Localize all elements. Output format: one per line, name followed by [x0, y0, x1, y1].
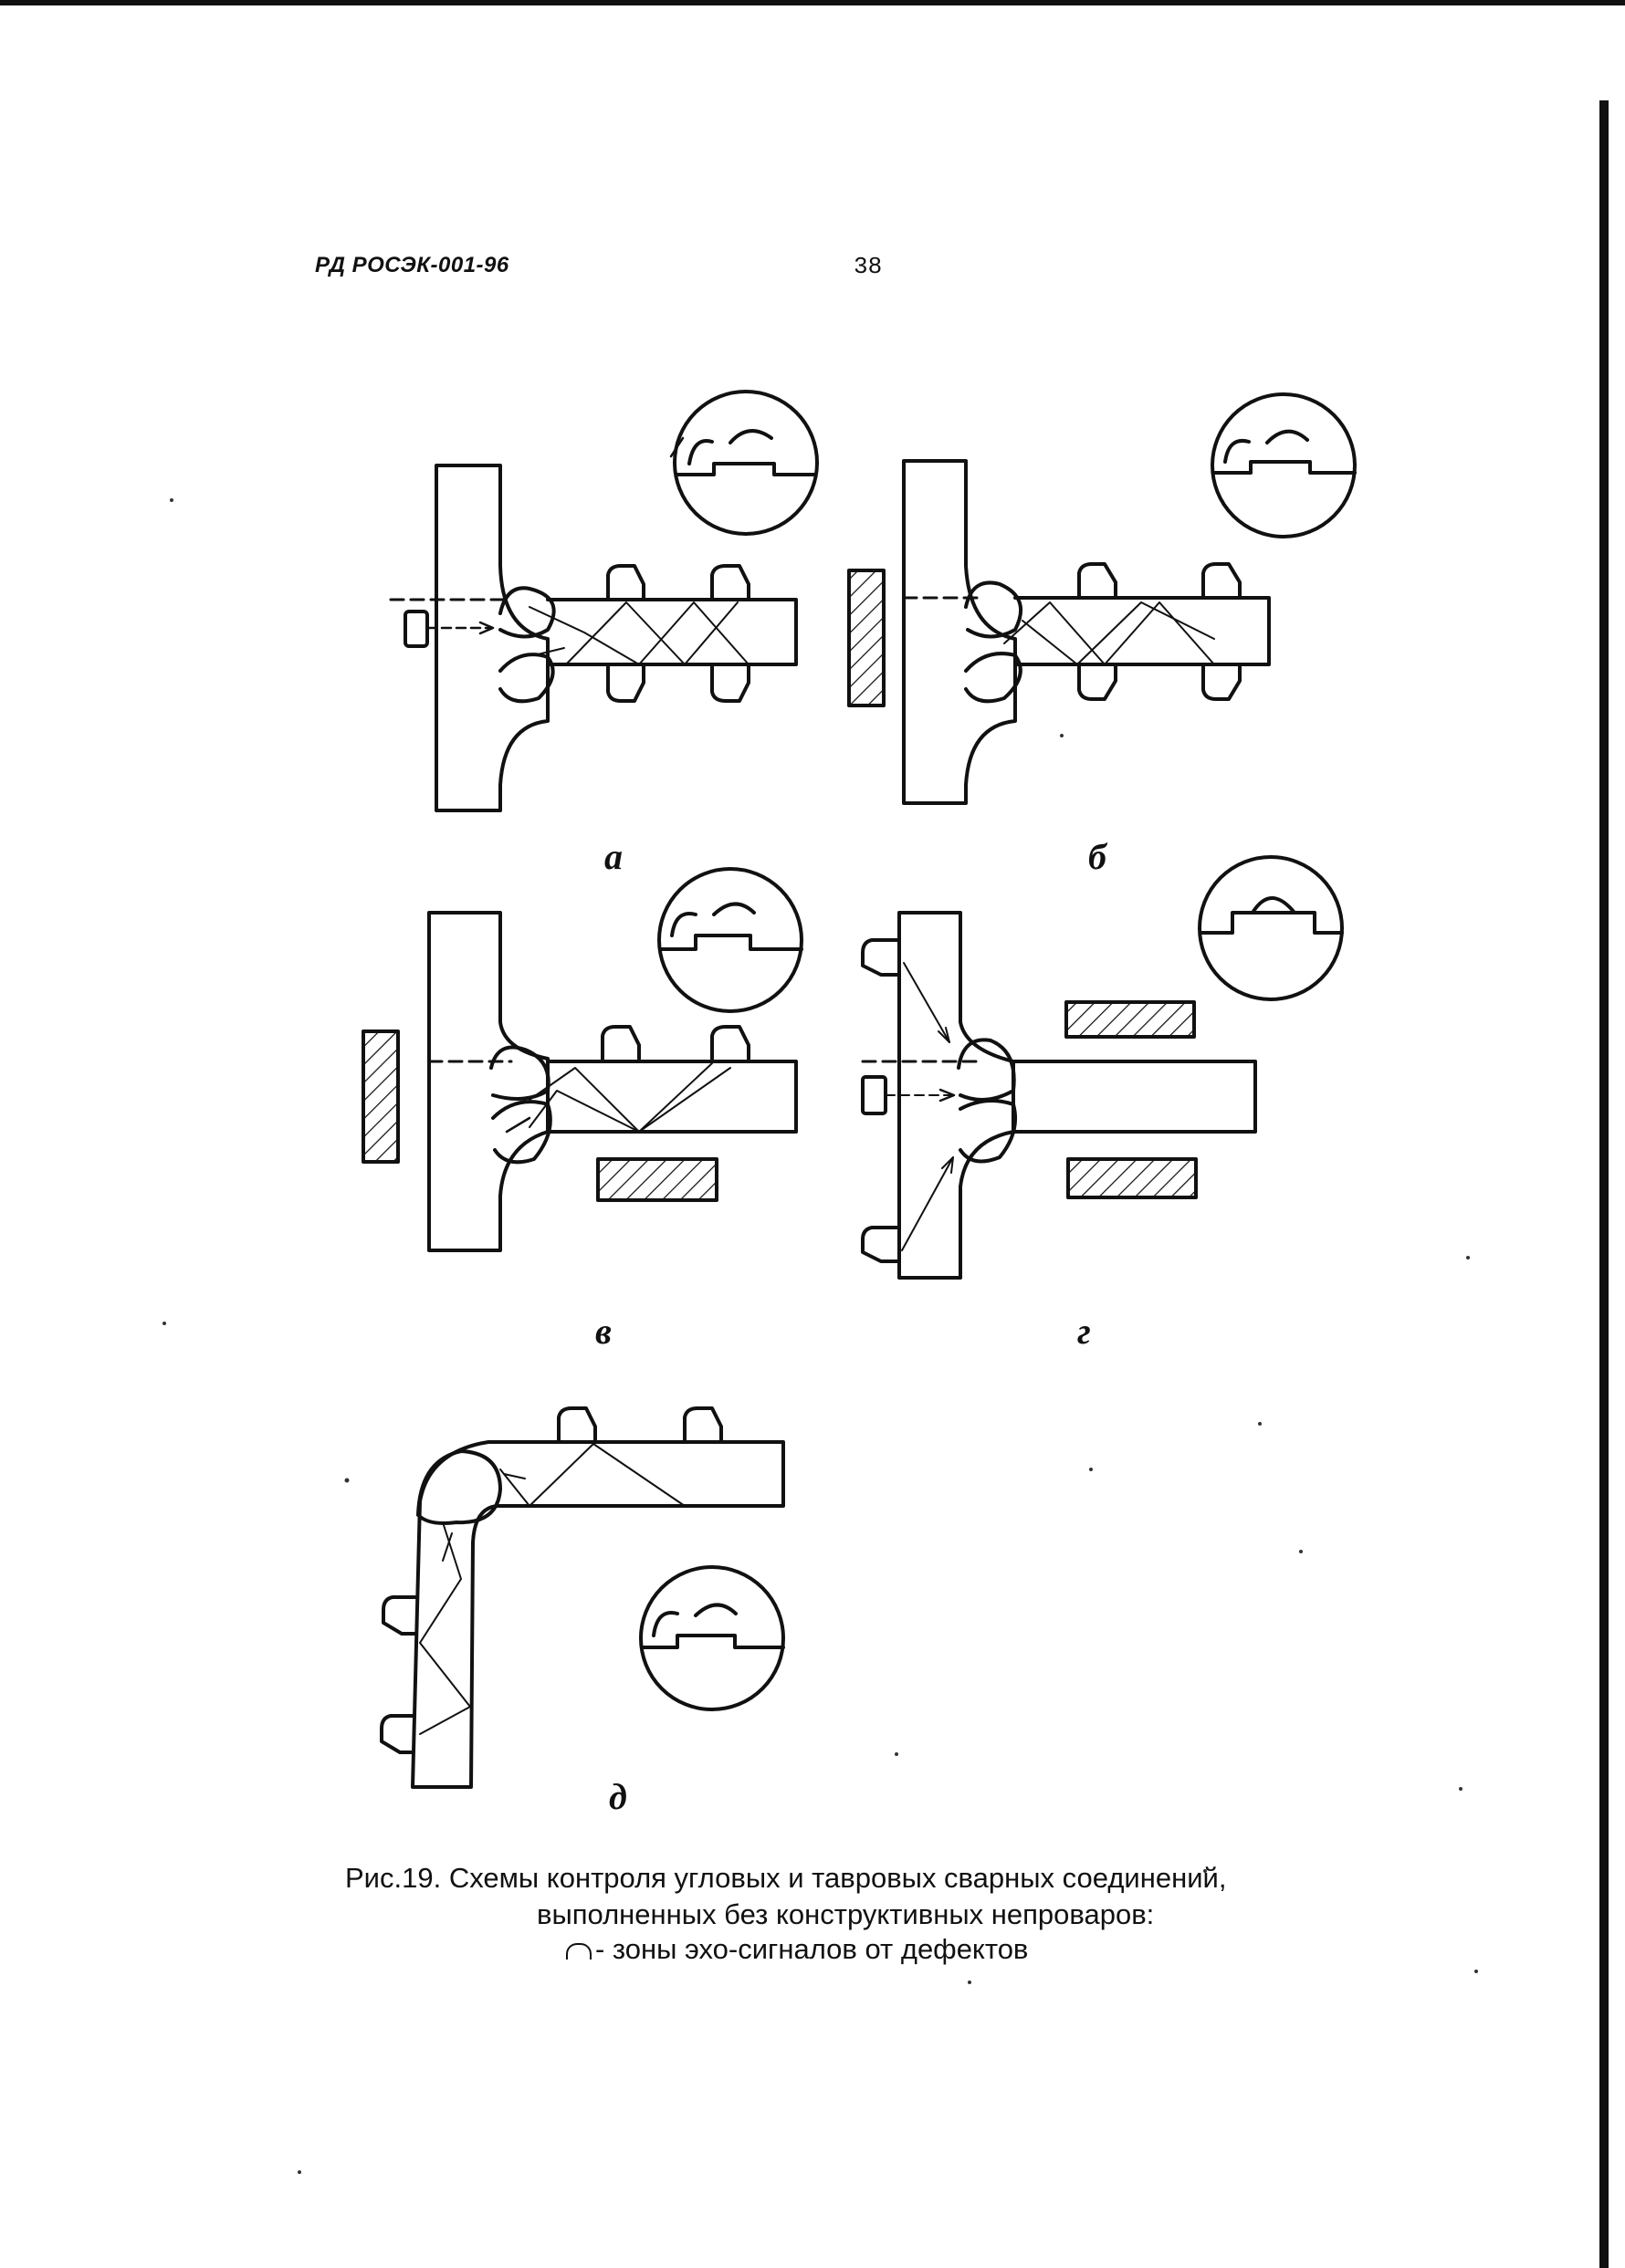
plate-horizontal [546, 598, 798, 666]
probe-top-1 [1077, 562, 1117, 598]
label-d: д [609, 1776, 627, 1817]
page-right-edge [1599, 100, 1609, 2268]
echo-zone-circle-b [1211, 392, 1357, 538]
probe-top-2 [683, 1406, 723, 1442]
diagram-g [861, 855, 1344, 1280]
diagram-v [362, 867, 803, 1252]
label-g: г [1077, 1311, 1091, 1352]
weld-bead-upper [957, 1038, 1016, 1102]
weld-bead-upper [489, 1045, 550, 1101]
label-v: в [595, 1311, 612, 1352]
page-top-edge [0, 0, 1625, 5]
beam-path [565, 601, 739, 665]
plate-vertical [902, 459, 1017, 805]
weld-bead-lower [959, 1099, 1018, 1164]
probe-top-2 [1201, 562, 1242, 598]
label-b: б [1088, 836, 1106, 877]
beam-path [1003, 601, 1215, 665]
reflector-block-left [362, 1029, 400, 1164]
weld-bead [416, 1449, 502, 1525]
weld-bead-lower [964, 652, 1022, 704]
beam-path [499, 1443, 686, 1507]
probe-bottom-2 [1201, 664, 1242, 701]
reflector-block-bottom [1066, 1157, 1198, 1199]
plate-horizontal [1012, 1060, 1257, 1134]
diagram-b [847, 392, 1357, 805]
reflector-block-bottom [596, 1157, 718, 1202]
scan-speckles [162, 498, 1478, 2174]
weld-bead-upper [964, 580, 1023, 639]
probe-left-1 [382, 1595, 417, 1636]
page-number: 38 [854, 253, 883, 280]
echo-zone-circle-g [1198, 855, 1344, 1001]
diagram-d [380, 1406, 785, 1789]
plate-corner [411, 1440, 785, 1789]
weld-bead-lower [491, 1100, 552, 1165]
caption-legend-text: - зоны эхо-сигналов от дефектов [595, 1933, 1029, 1965]
probe-top-2 [710, 564, 750, 600]
probe-bottom-2 [710, 664, 750, 703]
probe-left-2 [380, 1714, 414, 1754]
probe-left-center [861, 1075, 887, 1115]
reflector-block [847, 569, 886, 707]
echo-zone-symbol-icon [566, 1942, 592, 1960]
caption-line-3: - зоны эхо-сигналов от дефектов [566, 1933, 1028, 1966]
probe-top-1 [601, 1025, 641, 1061]
caption-line-2: выполненных без конструктивных непроваро… [537, 1898, 1155, 1930]
probe-bottom-1 [606, 664, 645, 703]
weld-bead-lower [498, 653, 555, 704]
label-a: а [604, 836, 623, 877]
diagram-a [389, 390, 819, 812]
plate-horizontal [546, 1060, 798, 1134]
echo-zone-circle-d [639, 1565, 785, 1711]
probe-top-2 [710, 1025, 750, 1061]
probe-left-2 [861, 1226, 899, 1263]
probe-top-1 [606, 564, 645, 600]
reflector-block-top [1064, 1000, 1196, 1039]
probe-left-1 [861, 938, 899, 977]
echo-zone-circle-a [669, 390, 819, 536]
probe-top-1 [557, 1406, 597, 1442]
weld-bead-upper [498, 586, 556, 639]
probe-bottom-1 [1077, 664, 1117, 701]
echo-zone-circle-v [657, 867, 803, 1013]
document-code: РД РОСЭК-001-96 [315, 253, 509, 277]
caption-line-1: Рис.19. Схемы контроля угловых и тавровы… [345, 1862, 1227, 1894]
plate-vertical [435, 464, 550, 812]
probe-side [404, 610, 429, 648]
beam-path [529, 1062, 713, 1133]
plate-vertical [427, 911, 550, 1252]
plate-horizontal [1013, 596, 1271, 666]
